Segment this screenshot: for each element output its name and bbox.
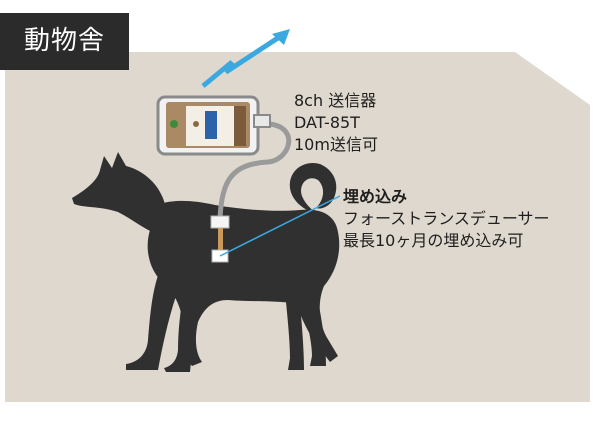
transmitter-label: 8ch 送信器 DAT-85T 10m送信可 [294, 90, 378, 156]
implant-label: 埋め込み フォーストランスデューサー 最長10ヶ月の埋め込み可 [343, 186, 550, 252]
transmitter-channels: 8ch 送信器 [294, 91, 377, 110]
transmitter-model: DAT-85T [294, 113, 360, 132]
implant-type: フォーストランスデューサー [343, 209, 550, 228]
implant-transducer [210, 215, 230, 263]
signal-arrowhead [272, 29, 290, 45]
transmitter-cable [217, 121, 292, 221]
implant-pointer-line [219, 195, 341, 257]
section-tag: 動物舎 [0, 13, 129, 70]
transmitter-device [156, 95, 271, 156]
dog-silhouette [72, 152, 340, 372]
wireless-signal-icon [201, 31, 286, 88]
implant-title: 埋め込み [343, 187, 408, 206]
implant-duration: 最長10ヶ月の埋め込み可 [343, 231, 524, 250]
transmitter-range: 10m送信可 [294, 135, 378, 154]
